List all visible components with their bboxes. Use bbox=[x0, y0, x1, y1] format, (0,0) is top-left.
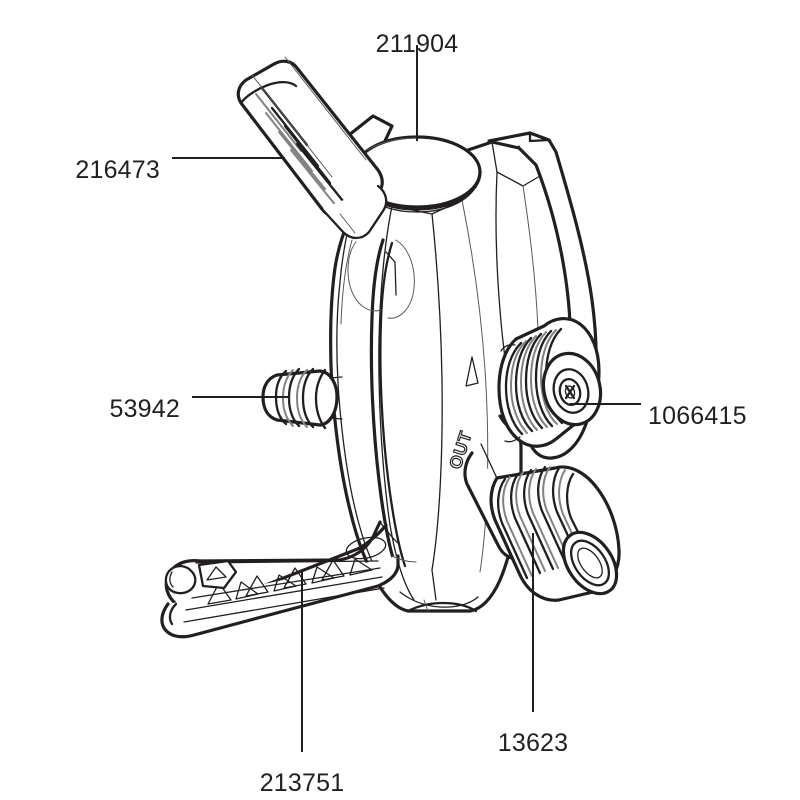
callout-number-13623: 13623 bbox=[497, 729, 569, 757]
truss-cutouts bbox=[207, 558, 373, 605]
flow-arrow-emboss bbox=[465, 356, 479, 387]
trigger-lever bbox=[160, 520, 417, 639]
callout-number-1066415: 1066415 bbox=[648, 402, 747, 430]
callout-number-216473: 216473 bbox=[75, 156, 160, 184]
callout-number-53942: 53942 bbox=[109, 395, 180, 423]
knurled-knob bbox=[497, 317, 603, 448]
sprayer-assembly: OUT bbox=[160, 56, 621, 639]
leader-lines bbox=[172, 45, 641, 752]
inlet-fitting bbox=[236, 56, 388, 240]
lower-skirt bbox=[399, 591, 479, 612]
threaded-outlet bbox=[463, 443, 621, 602]
side-nozzle-fitting bbox=[261, 367, 343, 430]
callout-number-213751: 213751 bbox=[259, 769, 345, 797]
callout-number-211904: 211904 bbox=[375, 30, 459, 58]
